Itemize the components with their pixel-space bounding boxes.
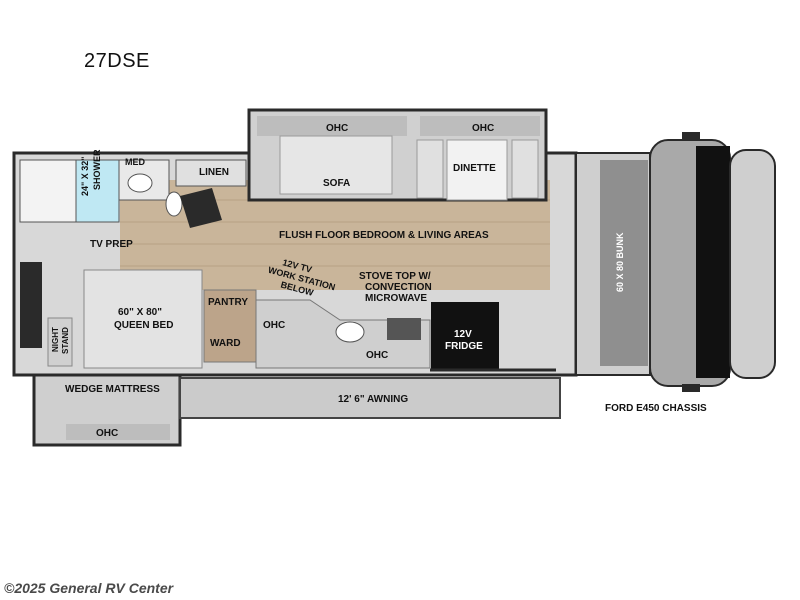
label-ohc-galley: OHC <box>366 350 388 361</box>
label-bunk: 60 X 80 BUNK <box>615 232 625 292</box>
night-stand <box>47 317 73 367</box>
label-ohc-rear: OHC <box>96 428 118 439</box>
label-tv-prep: TV PREP <box>90 239 133 250</box>
label-fridge-2: FRIDGE <box>445 341 483 352</box>
label-wedge: WEDGE MATTRESS <box>65 384 160 395</box>
label-bed-2: QUEEN BED <box>114 320 173 331</box>
label-ohc-sofa: OHC <box>326 123 348 134</box>
label-flush-floor: FLUSH FLOOR BEDROOM & LIVING AREAS <box>279 230 489 241</box>
bath-door <box>180 188 222 228</box>
label-ward: WARD <box>210 338 241 349</box>
dinette-seat-right <box>511 139 539 199</box>
bunk-overhead <box>600 160 648 366</box>
dinette-table <box>446 139 508 201</box>
label-ohc-dinette: OHC <box>472 123 494 134</box>
galley-sink-icon <box>335 321 365 343</box>
label-dinette: DINETTE <box>453 163 496 174</box>
ohc-dinette-cabinet <box>420 116 540 136</box>
model-name: 27DSE <box>84 50 150 72</box>
label-shower-1: 24" X 32" <box>80 156 90 196</box>
label-stove-3: MICROWAVE <box>365 293 427 304</box>
stove-top-icon <box>387 318 421 340</box>
dinette-seat-left <box>416 139 444 199</box>
awning <box>179 377 561 419</box>
label-bed-1: 60" X 80" <box>118 307 162 318</box>
shower <box>75 159 120 223</box>
label-awning: 12' 6" AWNING <box>338 394 408 405</box>
label-night-1: NIGHT <box>51 327 60 352</box>
sink-icon <box>127 173 153 193</box>
sofa <box>279 135 393 195</box>
label-linen: LINEN <box>199 167 229 178</box>
fridge <box>431 302 499 370</box>
windshield <box>696 146 730 378</box>
pantry-ward <box>203 289 257 363</box>
linen-cabinet <box>175 159 247 187</box>
label-shower-2: SHOWER <box>92 149 102 190</box>
label-night-2: STAND <box>61 327 70 354</box>
bath-tub-area <box>19 159 77 223</box>
hood-front <box>729 149 776 379</box>
ohc-sofa-cabinet <box>257 116 407 136</box>
toilet-icon <box>165 191 183 217</box>
tv-panel <box>20 262 42 348</box>
label-sofa: SOFA <box>323 178 350 189</box>
label-med: MED <box>125 157 146 167</box>
queen-bed <box>83 269 203 369</box>
ohc-rear-cabinet <box>66 424 170 440</box>
mirror-top <box>682 132 700 140</box>
mirror-bottom <box>682 384 700 392</box>
label-stove-2: CONVECTION <box>365 282 432 293</box>
label-stove-1: STOVE TOP W/ <box>359 271 431 282</box>
label-fridge-1: 12V <box>454 329 472 340</box>
label-chassis: FORD E450 CHASSIS <box>605 403 707 414</box>
label-pantry: PANTRY <box>208 297 248 308</box>
label-ohc-galley-left: OHC <box>263 320 285 331</box>
watermark: ©2025 General RV Center <box>4 580 174 596</box>
